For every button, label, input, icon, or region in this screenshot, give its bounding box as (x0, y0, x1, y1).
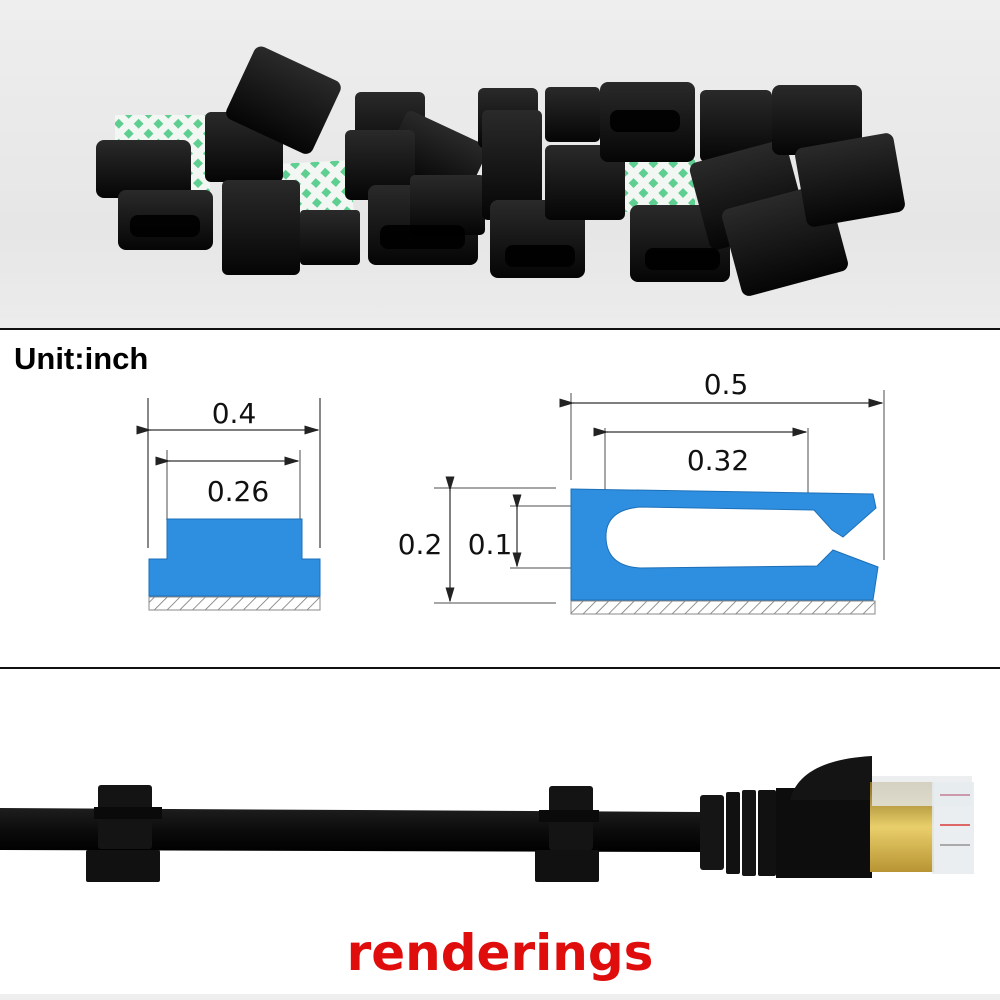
side-total-height-label: 0.2 (398, 528, 443, 561)
cable-clips (96, 46, 905, 296)
rj45-connector (700, 756, 974, 878)
bottom-strip (0, 994, 1000, 1000)
cable-with-clips-photo (0, 756, 974, 882)
front-view-drawing (136, 398, 321, 611)
dimensions-diagram: Unit:inch 0.4 0.26 (0, 331, 1000, 668)
cable-clip (535, 786, 599, 882)
side-view-drawing (434, 390, 885, 615)
side-total-length-label: 0.5 (704, 368, 749, 401)
front-inner-width-label: 0.26 (207, 475, 269, 508)
product-photo (0, 0, 1000, 329)
flat-cable (0, 808, 700, 852)
renderings-section: renderings (0, 670, 1000, 1000)
cable-clip (86, 785, 162, 882)
dimension-drawings: 0.4 0.26 0.5 0.32 0.2 0.1 (136, 368, 885, 615)
side-slot-height-label: 0.1 (468, 528, 513, 561)
section-divider (0, 667, 1000, 669)
unit-label: Unit:inch (14, 341, 149, 376)
renderings-label: renderings (346, 924, 654, 982)
cable-clips-photo (96, 46, 905, 296)
front-outer-width-label: 0.4 (212, 397, 257, 430)
side-slot-length-label: 0.32 (687, 444, 749, 477)
section-divider (0, 328, 1000, 330)
